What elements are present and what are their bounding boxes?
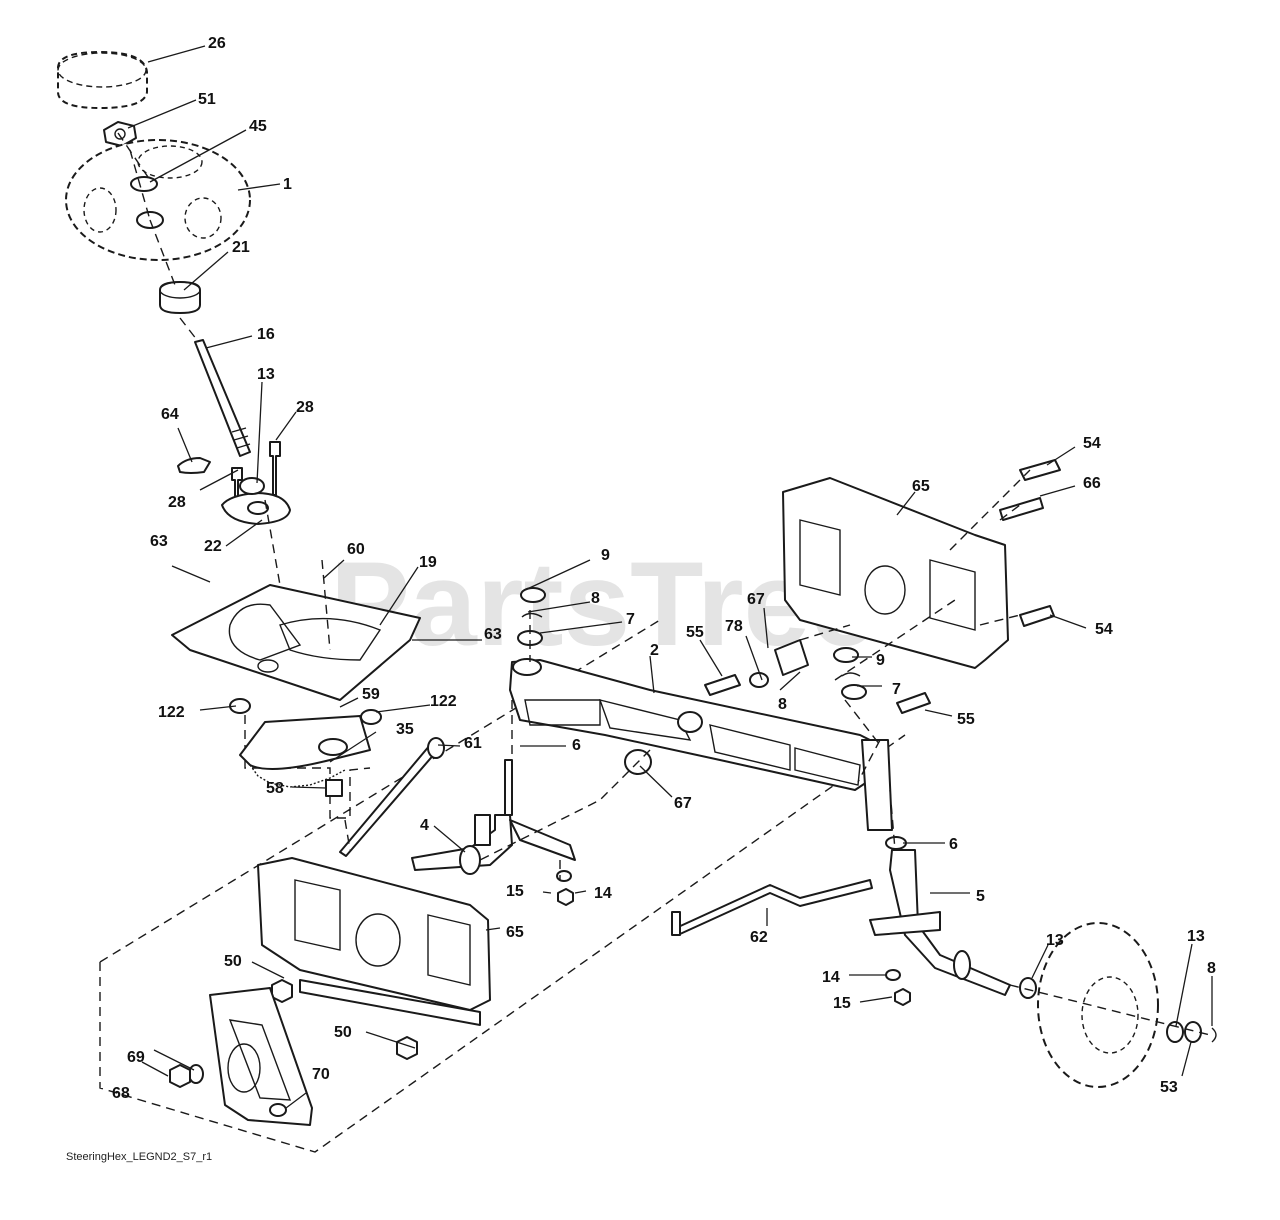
callout-9: 9 (876, 652, 885, 669)
sector-gear (229, 698, 382, 788)
callout-54: 54 (1095, 621, 1113, 638)
callout-14: 14 (594, 885, 612, 902)
callout-15: 15 (506, 883, 524, 900)
steering-plate (171, 584, 421, 701)
callout-26: 26 (208, 35, 226, 52)
left-frame-plate (257, 857, 491, 1026)
steering-shaft (194, 339, 251, 457)
callout-1: 1 (283, 176, 292, 193)
callout-69: 69 (127, 1049, 145, 1066)
sector-pivot-bolt (325, 779, 343, 797)
callout-9: 9 (601, 547, 610, 564)
right-frame-plate (782, 459, 1061, 669)
callout-122: 122 (158, 704, 185, 721)
callout-70: 70 (312, 1066, 330, 1083)
callout-67: 67 (674, 795, 692, 812)
callout-45: 45 (249, 118, 267, 135)
callout-122: 122 (430, 693, 457, 710)
shaft-bracket (177, 441, 291, 525)
callout-7: 7 (626, 611, 635, 628)
drag-link (339, 737, 445, 857)
callout-60: 60 (347, 541, 365, 558)
callout-54: 54 (1083, 435, 1101, 452)
steering-wheel (65, 139, 251, 261)
callout-28: 28 (168, 494, 186, 511)
steering-cap (57, 51, 148, 109)
callout-28: 28 (296, 399, 314, 416)
callout-5: 5 (976, 888, 985, 905)
callout-22: 22 (204, 538, 222, 555)
callout-64: 64 (161, 406, 179, 423)
front-axle (509, 658, 893, 831)
callout-13: 13 (1046, 932, 1064, 949)
callout-14: 14 (822, 969, 840, 986)
callout-55: 55 (957, 711, 975, 728)
callout-62: 62 (750, 929, 768, 946)
assembly-lines (117, 132, 1031, 880)
callout-labels: 26 51 45 1 21 16 13 28 64 28 22 63 60 19… (112, 35, 1216, 1102)
pivot-bushings (624, 639, 931, 775)
callout-65: 65 (506, 924, 524, 941)
steering-bushing (159, 281, 201, 314)
callout-16: 16 (257, 326, 275, 343)
callout-8: 8 (591, 590, 600, 607)
frame-nuts (271, 979, 418, 1060)
callout-6: 6 (572, 737, 581, 754)
callout-50: 50 (334, 1024, 352, 1041)
diagram-caption: SteeringHex_LEGND2_S7_r1 (66, 1151, 212, 1163)
callout-50: 50 (224, 953, 242, 970)
callout-2: 2 (650, 642, 659, 659)
mounting-bracket (209, 987, 313, 1126)
callout-6: 6 (949, 836, 958, 853)
callout-65: 65 (912, 478, 930, 495)
callout-63: 63 (150, 533, 168, 550)
left-washer-stack (517, 587, 546, 646)
callout-68: 68 (112, 1085, 130, 1102)
left-spindle (411, 759, 576, 875)
callout-61: 61 (464, 735, 482, 752)
right-washer-stack (833, 647, 867, 700)
front-wheel (1009, 922, 1217, 1088)
bracket-bolt (169, 1064, 204, 1088)
callout-8: 8 (1207, 960, 1216, 977)
callout-7: 7 (892, 681, 901, 698)
callout-55: 55 (686, 624, 704, 641)
callout-63: 63 (484, 626, 502, 643)
callout-58: 58 (266, 780, 284, 797)
callout-53: 53 (1160, 1079, 1178, 1096)
callout-4: 4 (420, 817, 429, 834)
callout-66: 66 (1083, 475, 1101, 492)
callout-8: 8 (778, 696, 787, 713)
callout-78: 78 (725, 618, 743, 635)
right-spindle (869, 836, 1011, 996)
callout-59: 59 (362, 686, 380, 703)
callout-35: 35 (396, 721, 414, 738)
callout-51: 51 (198, 91, 216, 108)
callout-19: 19 (419, 554, 437, 571)
callout-21: 21 (232, 239, 250, 256)
callout-15: 15 (833, 995, 851, 1012)
callout-67: 67 (747, 591, 765, 608)
tie-rod (671, 879, 873, 936)
leader-lines (127, 45, 1213, 1109)
callout-13: 13 (1187, 928, 1205, 945)
callout-13: 13 (257, 366, 275, 383)
